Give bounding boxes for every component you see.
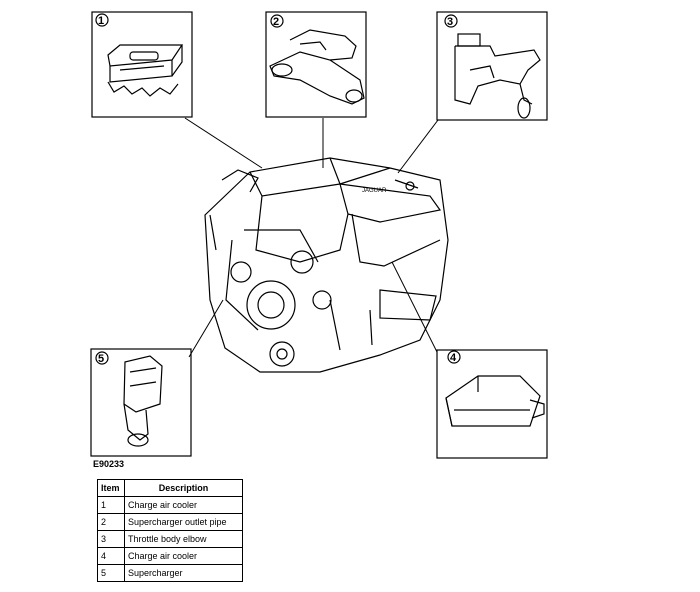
legend-item-description: Supercharger outlet pipe [124, 513, 243, 531]
callout-box-2: 2 [265, 11, 367, 118]
charge-air-cooler-1-drawing [107, 44, 184, 97]
charge-air-cooler-2-drawing [445, 375, 545, 427]
engine-badge: JAGUAR [362, 188, 387, 194]
callout-box-3: 3 [436, 11, 548, 121]
legend-row: 3 Throttle body elbow [97, 530, 243, 548]
legend-row: 1 Charge air cooler [97, 496, 243, 514]
supercharger-drawing [123, 355, 163, 447]
legend-header-row: Item Description [97, 479, 243, 497]
legend-item-description: Charge air cooler [124, 496, 243, 514]
callout-number-3: 3 [447, 16, 453, 28]
legend-item-number: 4 [97, 547, 125, 565]
legend-item-description: Throttle body elbow [124, 530, 243, 548]
legend-item-number: 5 [97, 564, 125, 582]
figure-id: E90233 [93, 459, 125, 469]
engine-drawing: JAGUAR [204, 157, 449, 373]
legend-item-description: Supercharger [124, 564, 243, 582]
legend-item-number: 3 [97, 530, 125, 548]
callout-box-5: 5 [90, 348, 192, 457]
parts-legend-table: Item Description 1 Charge air cooler 2 S… [97, 479, 243, 582]
legend-row: 4 Charge air cooler [97, 547, 243, 565]
callout-number-4: 4 [450, 352, 457, 364]
leader-lines [184, 117, 439, 358]
throttle-body-elbow-drawing [454, 33, 541, 119]
legend-row: 2 Supercharger outlet pipe [97, 513, 243, 531]
legend-header-item: Item [97, 479, 125, 497]
callout-number-5: 5 [98, 353, 104, 365]
legend-item-number: 2 [97, 513, 125, 531]
callout-number-2: 2 [273, 16, 279, 28]
callout-box-4: 4 [436, 349, 548, 459]
legend-item-description: Charge air cooler [124, 547, 243, 565]
legend-item-number: 1 [97, 496, 125, 514]
callout-number-1: 1 [98, 15, 104, 27]
supercharger-outlet-pipe-drawing [269, 29, 365, 105]
legend-header-description: Description [124, 479, 243, 497]
legend-row: 5 Supercharger [97, 564, 243, 582]
callout-box-1: 1 [91, 11, 193, 118]
